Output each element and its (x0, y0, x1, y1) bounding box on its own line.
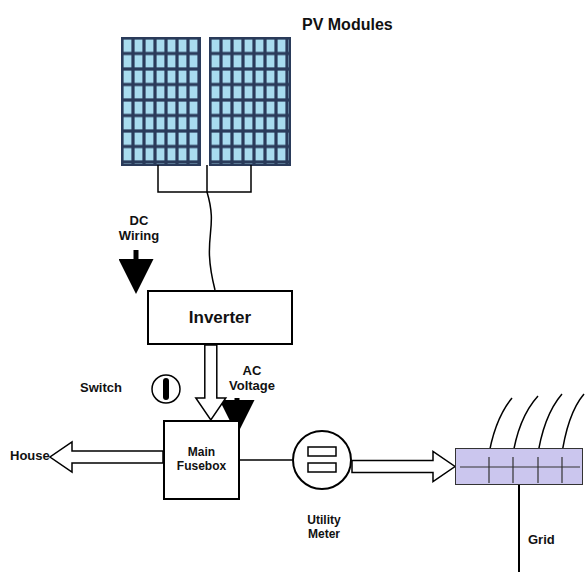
callout-label: House (10, 449, 50, 464)
wire-connector (207, 165, 215, 290)
panel-wire (158, 165, 251, 192)
flow-arrow (196, 345, 226, 420)
node-label: Main Fusebox (169, 446, 234, 474)
house-arrow (50, 442, 163, 472)
meter-detail (294, 432, 350, 488)
node-label: PV Modules (302, 16, 393, 34)
callout-label: Switch (80, 381, 122, 396)
inverter-box: Inverter (147, 290, 293, 345)
utility-meter: Utility Meter (292, 430, 352, 490)
wire-connector (240, 459, 292, 461)
callout-label: DC Wiring (108, 214, 170, 244)
pv-panel (122, 38, 290, 165)
flow-arrow (352, 452, 455, 482)
node-label: Utility Meter (292, 514, 356, 542)
callout-label: AC Voltage (224, 364, 280, 394)
switch-symbol (152, 375, 180, 403)
fusebox-box: Main Fusebox (163, 420, 240, 500)
node-label: Inverter (189, 308, 251, 328)
pv-array: PV Modules (122, 38, 290, 165)
grid-detail (456, 449, 582, 484)
leader-arrow (134, 250, 139, 287)
grid-box: Grid (455, 448, 583, 485)
node-label: Grid (528, 533, 555, 548)
